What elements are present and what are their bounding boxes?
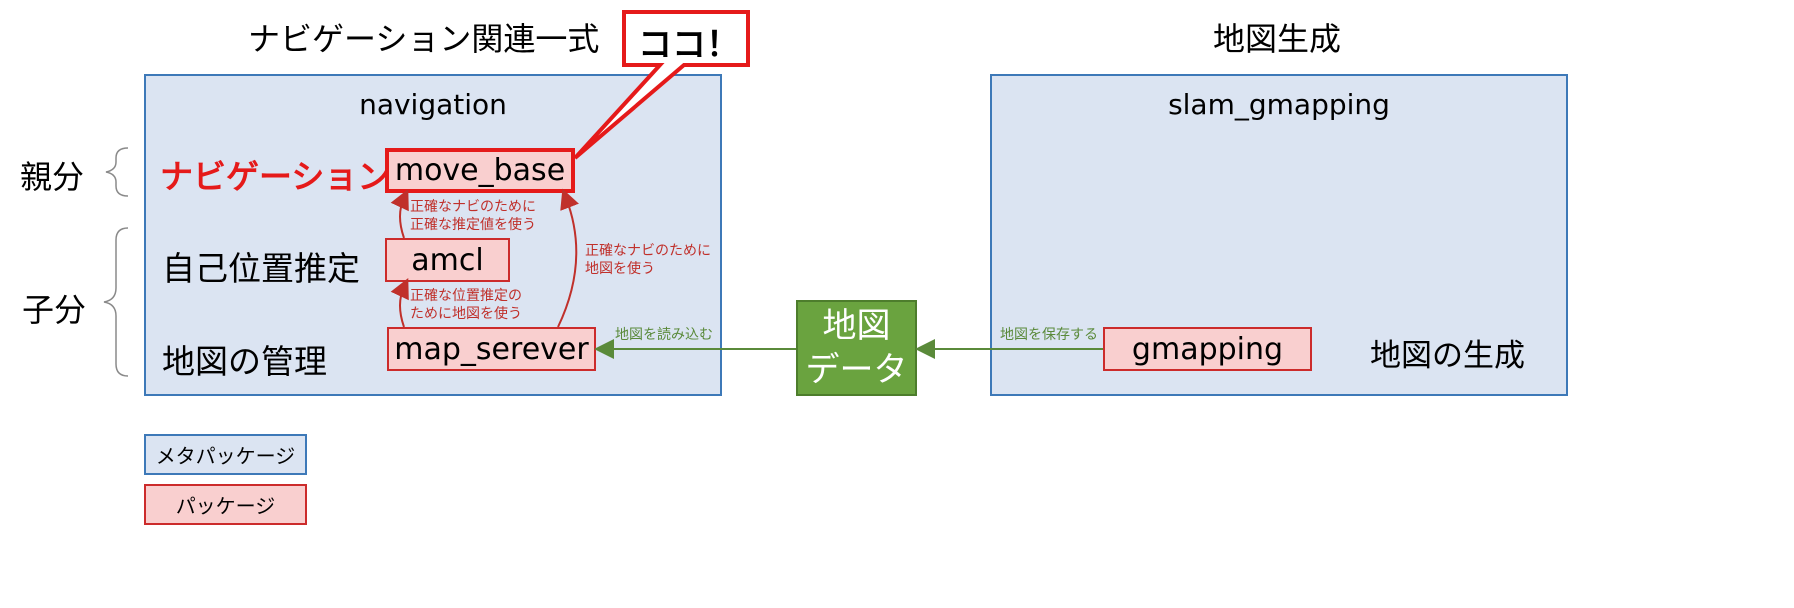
amcl-package[interactable]: amcl: [385, 238, 510, 282]
note-save-map: 地図を保存する: [1000, 327, 1098, 343]
map-data-line2: データ: [805, 350, 908, 390]
note-map-to-move-base: 正確なナビのために 地図を使う: [585, 242, 711, 278]
map-data-box: 地図 データ: [796, 300, 917, 396]
amcl-label: amcl: [411, 242, 484, 278]
note-amcl-to-move-base-line1: 正確なナビのために: [410, 199, 536, 215]
navigation-metapackage-name: navigation: [359, 88, 507, 121]
note-amcl-to-move-base-line2: 正確な推定値を使う: [410, 217, 536, 233]
map-server-package[interactable]: map_serever: [387, 327, 596, 371]
gmapping-label: gmapping: [1131, 331, 1284, 367]
slam-gmapping-metapackage-name: slam_gmapping: [1168, 88, 1390, 121]
arrow-map-to-amcl: [390, 277, 409, 328]
note-map-to-move-base-line1: 正確なナビのために: [585, 243, 711, 259]
map-data-line1: 地図: [822, 306, 891, 346]
parent-brace: [105, 147, 129, 197]
note-map-to-amcl-line1: 正確な位置推定の: [410, 288, 522, 304]
child-label: 子分: [22, 291, 87, 329]
gmapping-package[interactable]: gmapping: [1103, 327, 1312, 371]
move-base-package[interactable]: move_base: [385, 148, 575, 193]
note-map-to-amcl: 正確な位置推定の ために地図を使う: [410, 287, 522, 323]
legend-package: パッケージ: [144, 484, 307, 525]
nav-group-title: ナビゲーション関連一式: [248, 20, 600, 58]
callout-text: ココ！: [638, 25, 740, 65]
legend-metapackage: メタパッケージ: [144, 434, 307, 475]
role-map-management: 地図の管理: [162, 342, 327, 381]
note-map-to-move-base-line2: 地図を使う: [585, 261, 655, 277]
child-brace: [103, 227, 129, 377]
map-group-title: 地図生成: [1213, 20, 1342, 58]
role-localization: 自己位置推定: [162, 249, 360, 288]
arrow-map-to-move-base: [557, 188, 579, 328]
arrow-amcl-to-move-base: [390, 188, 409, 239]
note-amcl-to-move-base: 正確なナビのために 正確な推定値を使う: [410, 198, 536, 234]
note-load-map: 地図を読み込む: [615, 327, 713, 343]
map-server-label: map_serever: [394, 331, 589, 367]
callout-shape: [573, 10, 750, 160]
role-navigation: ナビゲーション: [160, 157, 391, 196]
legend-metapackage-label: メタパッケージ: [155, 444, 296, 468]
legend-package-label: パッケージ: [175, 494, 276, 518]
move-base-label: move_base: [394, 153, 566, 188]
role-map-generation: 地図の生成: [1370, 338, 1525, 374]
parent-label: 親分: [20, 158, 85, 196]
note-map-to-amcl-line2: ために地図を使う: [410, 306, 522, 322]
